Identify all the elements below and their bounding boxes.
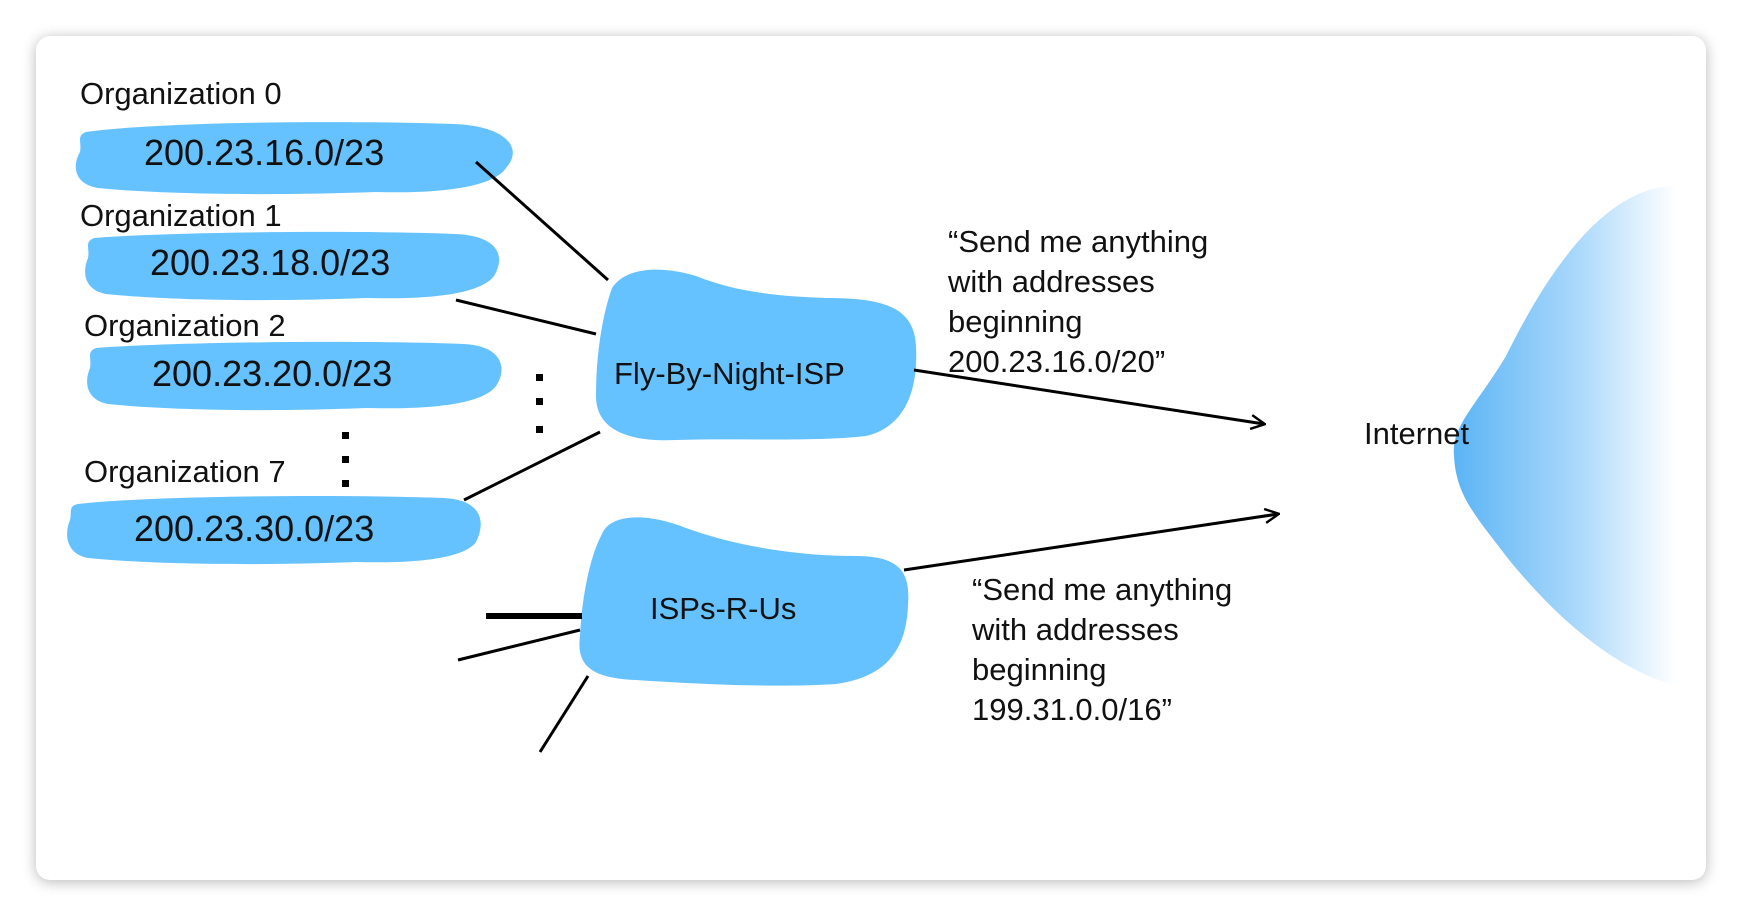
org-7-prefix: 200.23.30.0/23 (134, 508, 374, 549)
fly-by-night-ad-line-3: beginning (948, 304, 1082, 339)
fly-by-night-advertisement: “Send me anything with addresses beginni… (947, 224, 1208, 379)
isps-r-us-link-1 (457, 628, 581, 662)
fly-by-night-isp-label: Fly-By-Night-ISP (614, 356, 845, 391)
isps-r-us-link-2 (538, 675, 590, 753)
fly-by-night-ad-line-2: with addresses (947, 264, 1155, 299)
fly-by-night-ad-line-4: 200.23.16.0/20” (948, 344, 1165, 379)
fly-by-night-ad-line-1: “Send me anything (948, 224, 1208, 259)
org-0-prefix: 200.23.16.0/23 (144, 132, 384, 173)
isps-r-us-ad-line-2: with addresses (971, 612, 1179, 647)
vertical-ellipsis-left (342, 432, 349, 487)
org-1-cloud (85, 231, 500, 301)
isps-r-us-ad-line-3: beginning (972, 652, 1106, 687)
org-0-link (475, 160, 609, 282)
org-7-cloud (67, 496, 481, 565)
isps-r-us-ad-line-1: “Send me anything (972, 572, 1232, 607)
internet-cloud (1453, 186, 1676, 686)
org-1-name: Organization 1 (80, 198, 282, 233)
fly-by-night-isp-cloud (596, 269, 917, 441)
org-2-cloud (87, 341, 502, 411)
vertical-ellipsis-middle (536, 374, 543, 433)
org-7-link (463, 430, 601, 502)
org-1-link (455, 298, 597, 336)
fly-by-night-to-internet-arrow (913, 368, 1264, 424)
org-2-name: Organization 2 (84, 308, 286, 343)
org-1-prefix: 200.23.18.0/23 (150, 242, 390, 283)
isps-r-us-to-internet-arrow (903, 514, 1278, 572)
network-diagram: Internet Organization 0 200.23.16.0/23 O… (67, 76, 1676, 753)
isps-r-us-cloud (579, 517, 909, 686)
org-0-cloud (75, 122, 513, 195)
isps-r-us-ad-line-4: 199.31.0.0/16” (972, 692, 1172, 727)
org-0-name: Organization 0 (80, 76, 282, 111)
internet-label: Internet (1364, 416, 1470, 451)
org-2-prefix: 200.23.20.0/23 (152, 353, 392, 394)
isps-r-us-label: ISPs-R-Us (650, 591, 796, 626)
org-7-name: Organization 7 (84, 454, 286, 489)
diagram-card: Internet Organization 0 200.23.16.0/23 O… (36, 36, 1706, 880)
isps-r-us-advertisement: “Send me anything with addresses beginni… (971, 572, 1232, 727)
